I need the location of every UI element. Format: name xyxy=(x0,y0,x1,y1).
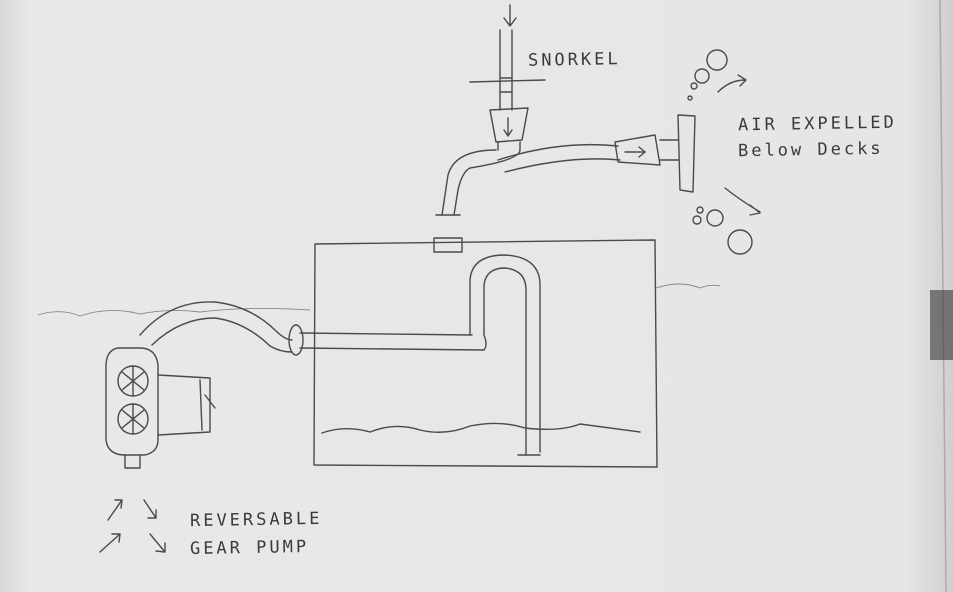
air-expelled-label: AIR EXPELLED xyxy=(737,112,897,136)
tank-fitting xyxy=(433,214,463,253)
u-pipe xyxy=(469,254,541,456)
waterline-left xyxy=(37,307,311,317)
arrow-down-icon xyxy=(503,4,517,27)
air-pipe xyxy=(433,114,696,253)
gear-pump xyxy=(105,347,216,469)
check-valve xyxy=(489,107,529,143)
gear-pump-label: GEAR PUMP xyxy=(189,536,310,560)
snorkel-label: SNORKEL xyxy=(527,49,621,71)
snorkel-pipe xyxy=(469,4,546,151)
outlet-nozzle xyxy=(614,134,661,166)
reversable-label: REVERSABLE xyxy=(189,508,323,532)
bulkhead-plate xyxy=(677,114,696,193)
paper-edge-shadow xyxy=(930,290,953,360)
tank-water-line xyxy=(321,422,641,434)
below-decks-label: Below Decks xyxy=(737,138,884,162)
air-bubbles xyxy=(687,49,761,255)
pump-direction-arrows xyxy=(99,499,166,553)
waterline-right xyxy=(655,283,721,289)
tank xyxy=(299,239,658,468)
hose xyxy=(139,301,304,356)
